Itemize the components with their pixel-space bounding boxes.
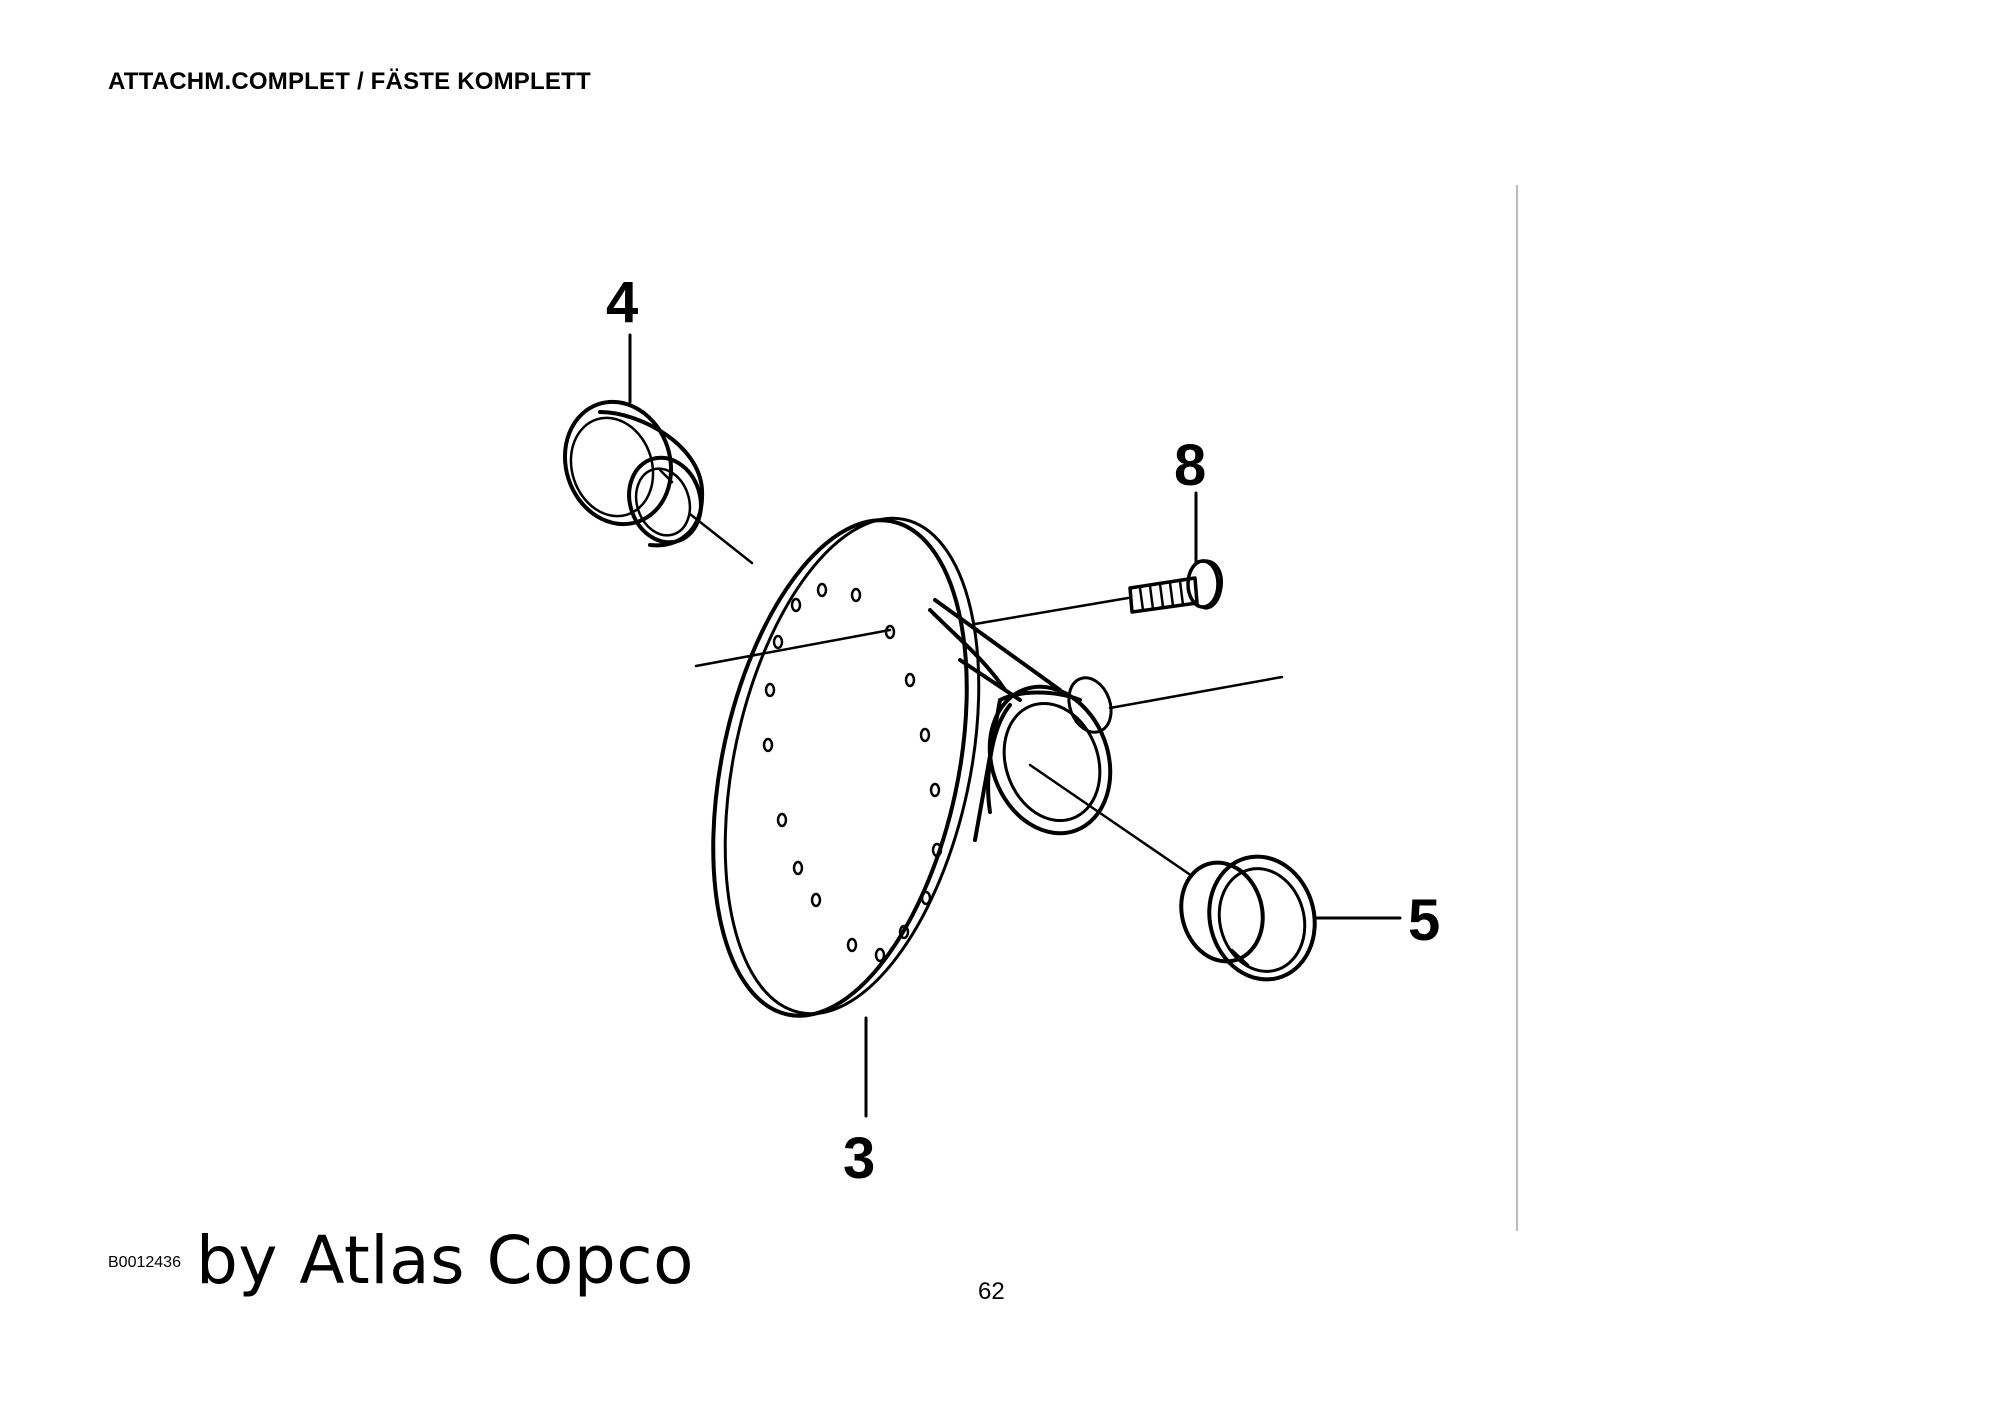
assembly-line-right [1108,675,1284,710]
assembly-line-8 [973,596,1130,626]
callout-5: 5 [1408,888,1440,953]
part-3-flange [711,516,1113,1018]
part-8-screw [1128,559,1223,614]
assembly-line-5 [1028,763,1194,878]
part-4-bushing [562,399,705,548]
part-5-bushing [1179,854,1317,982]
drawing-code: B0012436 [108,1254,181,1271]
brand-text: by Atlas Copco [196,1222,694,1299]
callout-8: 8 [1174,433,1206,498]
page-number: 62 [978,1278,1005,1305]
callout-4: 4 [606,270,638,335]
page-title: ATTACHM.COMPLET / FÄSTE KOMPLETT [108,68,591,95]
assembly-line-4 [688,512,754,565]
assembly-line-center [694,628,892,668]
column-divider [1516,185,1518,1231]
callout-3: 3 [843,1126,875,1191]
